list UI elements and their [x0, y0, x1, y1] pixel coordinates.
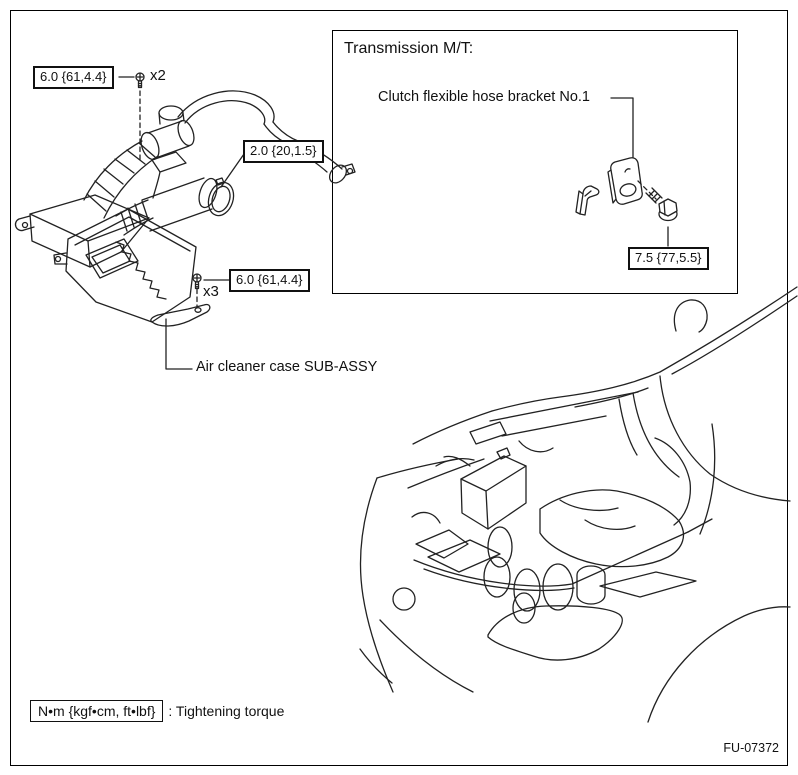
clutch-bracket-part-label: Clutch flexible hose bracket No.1	[378, 89, 590, 105]
dashed-lines	[139, 90, 657, 307]
torque-box-bracket-bolt: 7.5 {77,5.5}	[628, 247, 709, 270]
bolt-count-x3: x3	[203, 283, 219, 300]
transmission-inset-frame	[332, 30, 738, 294]
clip-drawing	[575, 185, 600, 216]
transmission-inset-title: Transmission M/T:	[344, 40, 474, 57]
torque-box-hose-clamp: 2.0 {20,1.5}	[243, 140, 324, 163]
bolt-count-x2: x2	[150, 67, 166, 84]
air-cleaner-assembly-drawing	[14, 90, 356, 327]
torque-legend: N•m {kgf•cm, ft•lbf} : Tightening torque	[30, 700, 284, 722]
bracket-bolt-drawing	[645, 187, 678, 222]
torque-legend-description: : Tightening torque	[168, 703, 285, 719]
page-border	[10, 10, 788, 766]
clutch-hose-bracket-drawing	[607, 157, 643, 205]
leader-lines	[118, 76, 669, 370]
torque-unit-symbol: N•m {kgf•cm, ft•lbf}	[30, 700, 164, 722]
bolt-icon-x2	[135, 72, 145, 89]
torque-box-bottom-bolt: 6.0 {61,4.4}	[229, 269, 310, 292]
vehicle-front-drawing	[359, 286, 798, 723]
air-cleaner-part-label: Air cleaner case SUB-ASSY	[196, 359, 378, 375]
bolt-icon-x3	[192, 273, 202, 290]
torque-box-top-bolt: 6.0 {61,4.4}	[33, 66, 114, 89]
figure-id: FU-07372	[723, 741, 779, 755]
